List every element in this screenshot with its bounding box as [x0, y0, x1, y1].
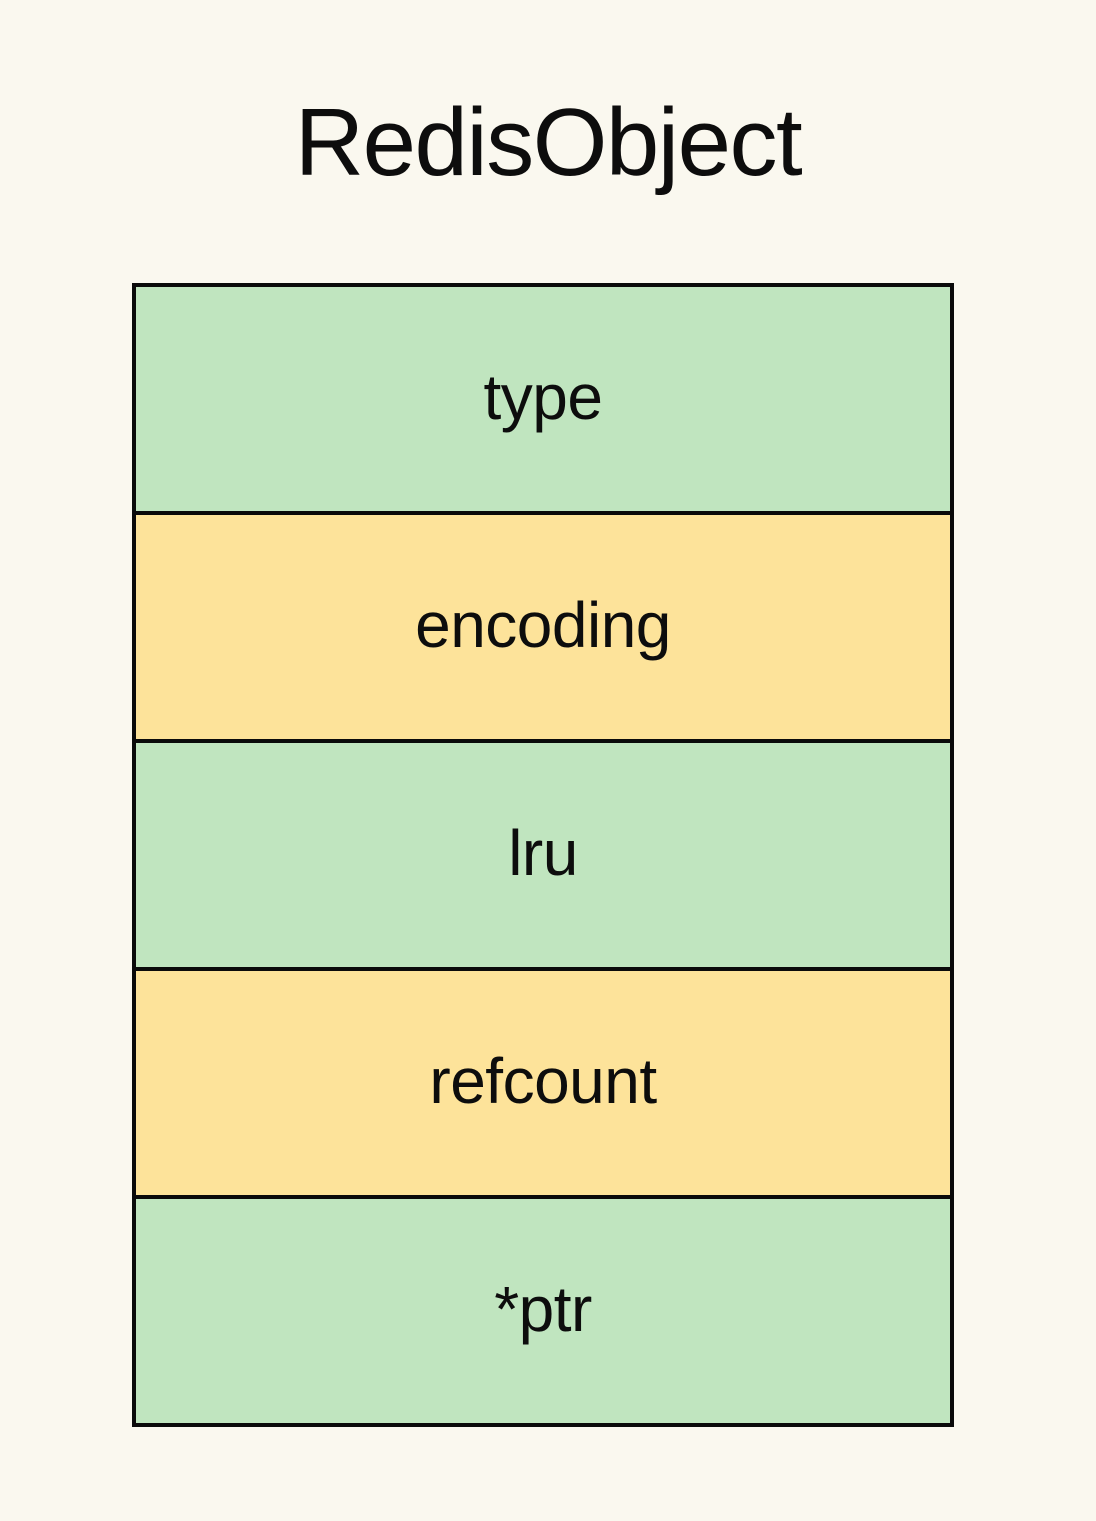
struct-box: type encoding lru refcount *ptr: [132, 283, 954, 1427]
struct-field-label: type: [483, 361, 603, 434]
struct-field-label: refcount: [429, 1045, 657, 1118]
struct-field-lru: lru: [136, 743, 950, 971]
struct-field-label: *ptr: [494, 1273, 592, 1346]
struct-field-refcount: refcount: [136, 971, 950, 1199]
struct-field-encoding: encoding: [136, 515, 950, 743]
struct-field-label: lru: [508, 817, 578, 890]
struct-field-label: encoding: [415, 589, 671, 662]
struct-field-ptr: *ptr: [136, 1199, 950, 1423]
struct-field-type: type: [136, 287, 950, 515]
page-title: RedisObject: [294, 89, 803, 196]
